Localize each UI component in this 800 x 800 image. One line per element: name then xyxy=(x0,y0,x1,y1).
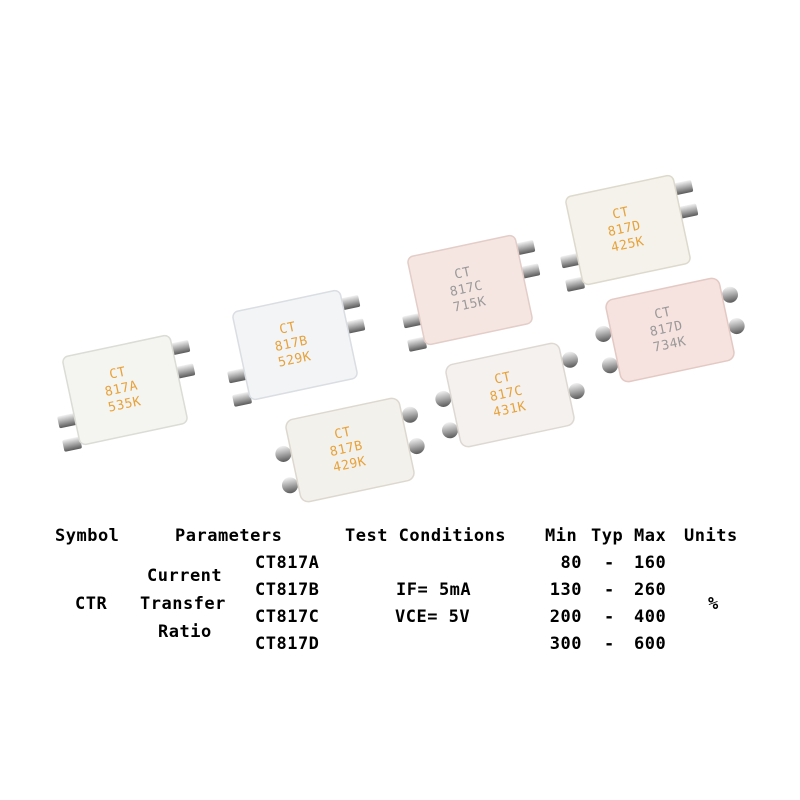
max-ct817a: 160 xyxy=(634,553,667,573)
max-ct817d: 600 xyxy=(634,634,667,654)
min-ct817d: 300 xyxy=(549,634,582,654)
header-parameters: Parameters xyxy=(175,526,283,546)
chip-mark-line1: CT xyxy=(493,370,512,388)
model-ct817c: CT817C xyxy=(255,607,320,627)
chip-mark-line2: 817B xyxy=(329,438,365,460)
chip-mark-line3: 425K xyxy=(610,234,646,256)
chip-817d-pink: CT 817D 734K xyxy=(595,277,745,383)
chip-mark-line1: CT xyxy=(453,265,472,283)
chip-body xyxy=(565,174,691,286)
header-units: Units xyxy=(684,526,738,546)
product-photo: CT 817A 535K CT 817B 529K CT 817C 715K C… xyxy=(57,174,745,503)
chip-mark-line2: 817D xyxy=(649,318,685,340)
chip-mark-line1: CT xyxy=(653,305,672,323)
typ-ct817a: - xyxy=(604,553,615,573)
condition-vce: VCE= 5V xyxy=(395,607,471,627)
chip-817b-top: CT 817B 529K xyxy=(227,289,366,407)
header-typ: Typ xyxy=(591,526,624,546)
chip-817a: CT 817A 535K xyxy=(57,334,196,452)
typ-ct817d: - xyxy=(604,634,615,654)
max-ct817c: 400 xyxy=(634,607,667,627)
chip-817c-bottom: CT 817C 431K xyxy=(435,342,585,448)
chip-mark-line2: 817A xyxy=(104,378,140,400)
header-max: Max xyxy=(634,526,667,546)
chip-body xyxy=(407,234,533,346)
chip-mark-line3: 535K xyxy=(107,394,143,416)
header-symbol: Symbol xyxy=(55,526,120,546)
model-ct817d: CT817D xyxy=(255,634,320,654)
chip-mark-line1: CT xyxy=(611,205,630,223)
chip-body xyxy=(232,289,358,401)
chip-mark-line2: 817B xyxy=(274,333,310,355)
model-ct817a: CT817A xyxy=(255,553,320,573)
header-min: Min xyxy=(545,526,578,546)
chip-mark-line3: 429K xyxy=(332,454,368,476)
chip-mark-line3: 529K xyxy=(277,349,313,371)
chip-817c-pink: CT 817C 715K xyxy=(402,234,541,352)
min-ct817c: 200 xyxy=(549,607,582,627)
unit-percent: % xyxy=(708,594,719,614)
chip-mark-line3: 734K xyxy=(652,334,688,356)
chip-mark-line1: CT xyxy=(278,320,297,338)
chip-body xyxy=(445,342,575,448)
typ-ct817b: - xyxy=(604,580,615,600)
chip-body xyxy=(62,334,188,446)
header-test-conditions: Test Conditions xyxy=(345,526,507,546)
chip-body xyxy=(605,277,735,383)
chip-body xyxy=(285,397,415,503)
chip-817b-bottom: CT 817B 429K xyxy=(275,397,425,503)
param-line-2: Transfer xyxy=(140,594,226,614)
chip-mark-line1: CT xyxy=(333,425,352,443)
condition-if: IF= 5mA xyxy=(396,580,472,600)
chip-mark-line1: CT xyxy=(108,365,127,383)
model-ct817b: CT817B xyxy=(255,580,320,600)
chip-mark-line3: 431K xyxy=(492,399,528,421)
max-ct817b: 260 xyxy=(634,580,667,600)
chip-817d-cream: CT 817D 425K xyxy=(560,174,699,292)
chip-mark-line2: 817C xyxy=(489,383,525,405)
param-line-3: Ratio xyxy=(158,622,212,642)
typ-ct817c: - xyxy=(604,607,615,627)
chip-mark-line2: 817D xyxy=(607,218,643,240)
chip-mark-line2: 817C xyxy=(449,278,485,300)
param-line-1: Current xyxy=(147,566,223,586)
symbol-ctr: CTR xyxy=(75,594,108,614)
min-ct817a: 80 xyxy=(560,553,582,573)
min-ct817b: 130 xyxy=(549,580,582,600)
chip-mark-line3: 715K xyxy=(452,294,488,316)
